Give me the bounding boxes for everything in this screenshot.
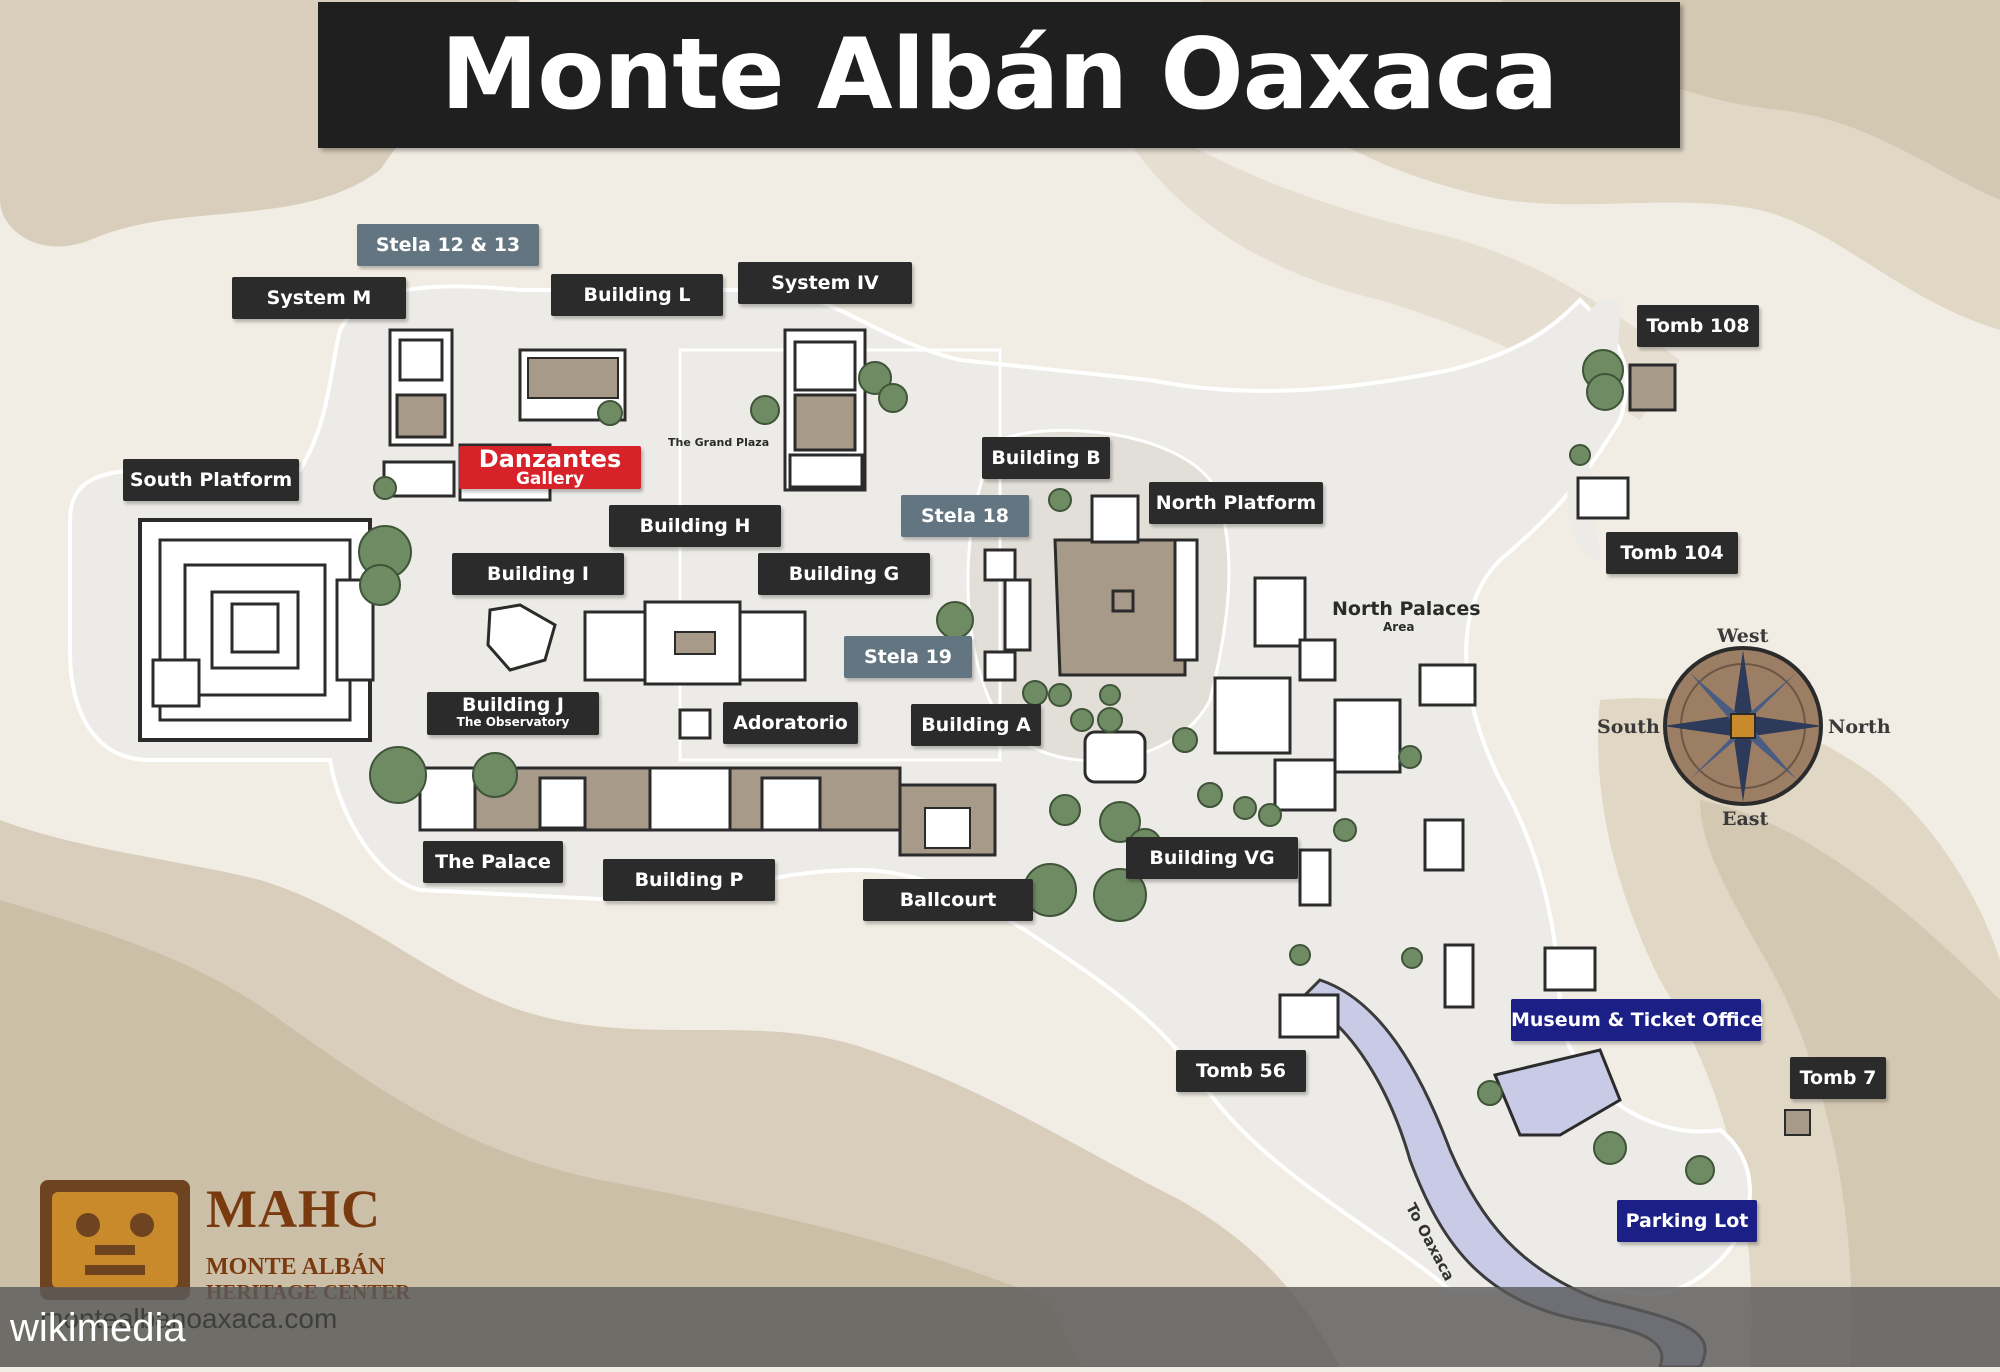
logo-url: montealbanoaxaca.com (40, 1303, 338, 1334)
building-h-structure (583, 600, 807, 686)
label-building-j[interactable]: Building J The Observatory (427, 692, 599, 735)
north-palaces-structures (1213, 576, 1597, 1009)
label-building-vg[interactable]: Building VG (1126, 837, 1298, 879)
compass-east: East (1722, 808, 1769, 830)
label-south-platform[interactable]: South Platform (123, 459, 299, 501)
label-north-platform[interactable]: North Platform (1149, 482, 1323, 524)
building-a-structure (1083, 730, 1147, 784)
logo-line-1: MONTE ALBÁN (206, 1254, 386, 1280)
label-system-iv[interactable]: System IV (738, 262, 912, 304)
compass-south: South (1597, 716, 1660, 738)
page-title: Monte Albán Oaxaca (440, 18, 1559, 132)
label-stela-18[interactable]: Stela 18 (901, 495, 1029, 537)
title-bar: Monte Albán Oaxaca (318, 2, 1680, 148)
label-system-m[interactable]: System M (232, 277, 406, 319)
system-iv-structure (783, 328, 867, 492)
building-j-subtitle: The Observatory (456, 715, 570, 729)
label-the-palace[interactable]: The Palace (423, 841, 563, 883)
terrain-band (0, 900, 1080, 1367)
wikimedia-watermark: wikimedia (10, 1306, 186, 1350)
tomb-56-structure (1278, 993, 1340, 1039)
compass-north: North (1828, 716, 1891, 738)
label-parking-lot[interactable]: Parking Lot (1617, 1200, 1757, 1242)
north-palaces-subtitle: Area (1383, 620, 1415, 634)
compass-rose (1663, 646, 1823, 806)
label-adoratorio[interactable]: Adoratorio (723, 702, 858, 744)
label-building-h[interactable]: Building H (609, 505, 781, 547)
mahc-logo-mask (40, 1180, 190, 1300)
logo-acronym: MAHC (206, 1179, 381, 1239)
north-palaces-title: North Palaces (1332, 598, 1481, 620)
label-grand-plaza: The Grand Plaza (668, 436, 770, 449)
label-stela-19[interactable]: Stela 19 (844, 636, 972, 678)
label-ballcourt[interactable]: Ballcourt (863, 879, 1033, 921)
adoratorio-structure (678, 708, 712, 740)
label-building-g[interactable]: Building G (758, 553, 930, 595)
label-building-a[interactable]: Building A (911, 704, 1041, 746)
tomb-7-structure (1784, 1109, 1811, 1136)
label-building-p[interactable]: Building P (603, 859, 775, 901)
label-building-i[interactable]: Building I (452, 553, 624, 595)
label-tomb-108[interactable]: Tomb 108 (1637, 305, 1759, 347)
museum-structure (1492, 1048, 1622, 1137)
danzantes-title: Danzantes (478, 445, 622, 473)
compass-west: West (1717, 625, 1769, 647)
label-tomb-7[interactable]: Tomb 7 (1790, 1057, 1886, 1099)
tomb-104-structure (1576, 476, 1630, 520)
south-platform-structure (138, 518, 375, 742)
label-stela-12-13[interactable]: Stela 12 & 13 (357, 224, 539, 266)
building-j-title: Building J (462, 694, 564, 716)
label-tomb-104[interactable]: Tomb 104 (1606, 532, 1738, 574)
tomb-108-structure (1628, 363, 1677, 412)
trees (358, 349, 1715, 1185)
label-building-l[interactable]: Building L (551, 274, 723, 316)
label-danzantes-gallery[interactable]: Danzantes Gallery (459, 446, 641, 489)
danzantes-subtitle: Gallery (515, 469, 585, 489)
system-m-structure (382, 328, 456, 498)
label-museum-ticket-office[interactable]: Museum & Ticket Office (1511, 999, 1764, 1041)
north-platform-structure (983, 494, 1199, 682)
building-j-structure (486, 603, 557, 672)
watermark-bar (0, 1287, 2000, 1367)
label-tomb-56[interactable]: Tomb 56 (1176, 1050, 1306, 1092)
label-building-b[interactable]: Building B (982, 437, 1110, 479)
label-north-palaces[interactable]: North Palaces (1332, 598, 1481, 620)
